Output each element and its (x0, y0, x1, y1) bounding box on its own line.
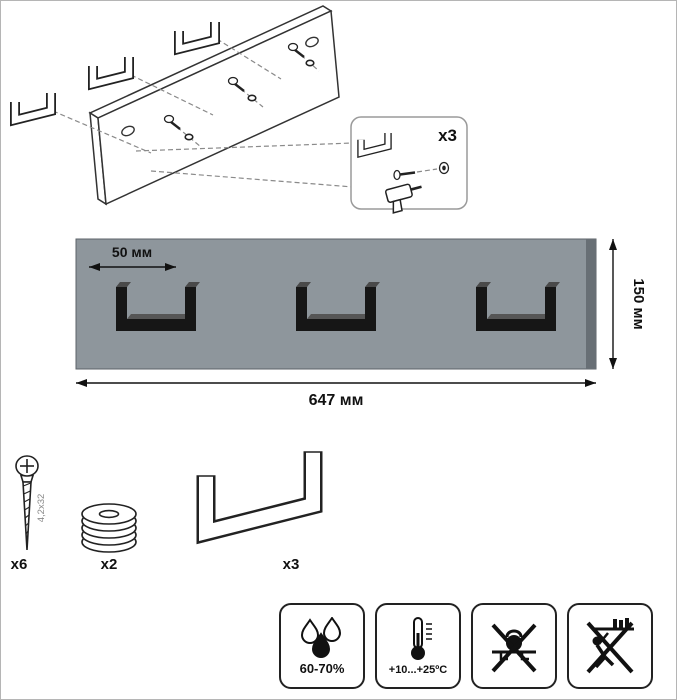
board-front (75, 238, 597, 370)
dim-height-label: 150 мм (630, 278, 647, 329)
dim-offset-50: 50 мм (89, 244, 176, 271)
no-heavy-load-box (471, 603, 557, 689)
humidity-label: 60-70% (299, 660, 345, 676)
screwdriver-icon (385, 183, 422, 214)
hook-count-label: x3 (283, 556, 300, 573)
temperature-label: +10...+25ºC (388, 664, 448, 676)
screw-part: 4,2x32 (15, 455, 47, 551)
assembly-leader-lines (52, 38, 354, 188)
no-heavy-load-icon (491, 623, 537, 673)
screw-size-label: 4,2x32 (36, 494, 47, 523)
parts-list: 4,2x32 x6 x2 x3 (11, 451, 323, 573)
thermometer-icon (411, 617, 432, 660)
front-view: 50 мм 150 мм 647 мм (75, 238, 647, 409)
hook-iso-1 (15, 93, 51, 120)
humidity-box: 60-70% (279, 603, 365, 689)
screw-count-label: x6 (11, 556, 28, 573)
dim-width-647: 647 мм (76, 379, 596, 409)
washers-iso (184, 59, 315, 141)
dim-height-150: 150 мм (609, 239, 647, 369)
hook-iso-2 (93, 57, 129, 84)
dim-offset-label: 50 мм (112, 244, 152, 260)
hook-iso-3 (179, 22, 215, 49)
no-climbing-icon (586, 618, 634, 674)
exploded-view: x3 (1, 5, 468, 214)
washer-count-label: x2 (101, 556, 118, 573)
hook-part (196, 451, 323, 545)
board-edge (586, 239, 596, 369)
water-drops-icon (301, 616, 341, 658)
callout-box (350, 116, 468, 210)
temperature-box: +10...+25ºC (375, 603, 461, 689)
board-iso (88, 5, 340, 206)
callout-screw-icon (393, 161, 450, 181)
board-hole (121, 125, 135, 137)
callout: x3 (350, 116, 468, 214)
dim-width-label: 647 мм (309, 392, 364, 409)
board-hole (305, 36, 319, 48)
washer-part (81, 503, 137, 553)
callout-count-label: x3 (438, 126, 457, 145)
no-climbing-box (567, 603, 653, 689)
